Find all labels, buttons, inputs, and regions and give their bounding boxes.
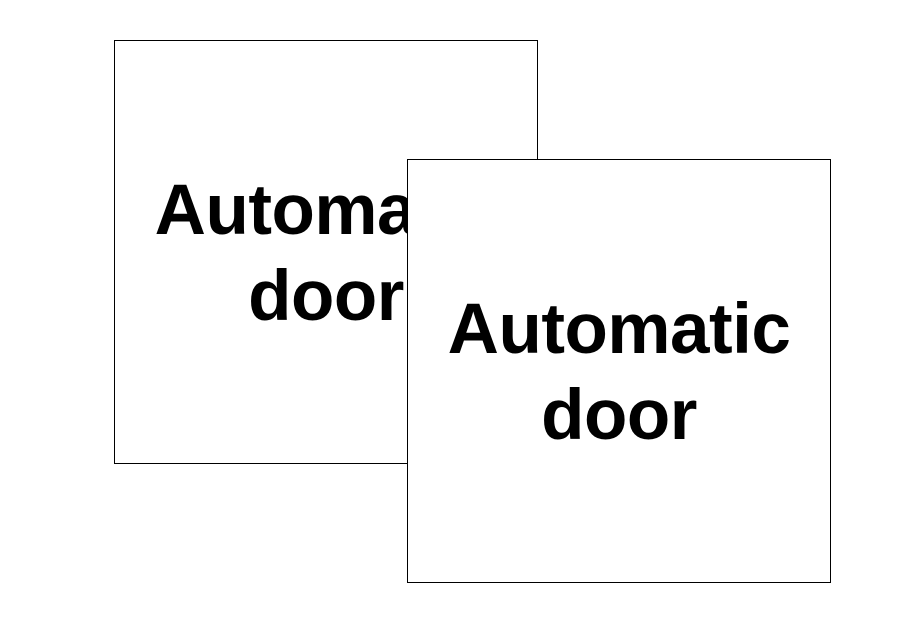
automatic-door-sign-front: Automatic door: [407, 159, 831, 583]
sign-line-2: door: [541, 376, 697, 455]
sign-line-2: door: [248, 257, 404, 336]
sign-line-1: Automatic: [447, 290, 791, 369]
sign-text: Automatic door: [448, 287, 791, 459]
